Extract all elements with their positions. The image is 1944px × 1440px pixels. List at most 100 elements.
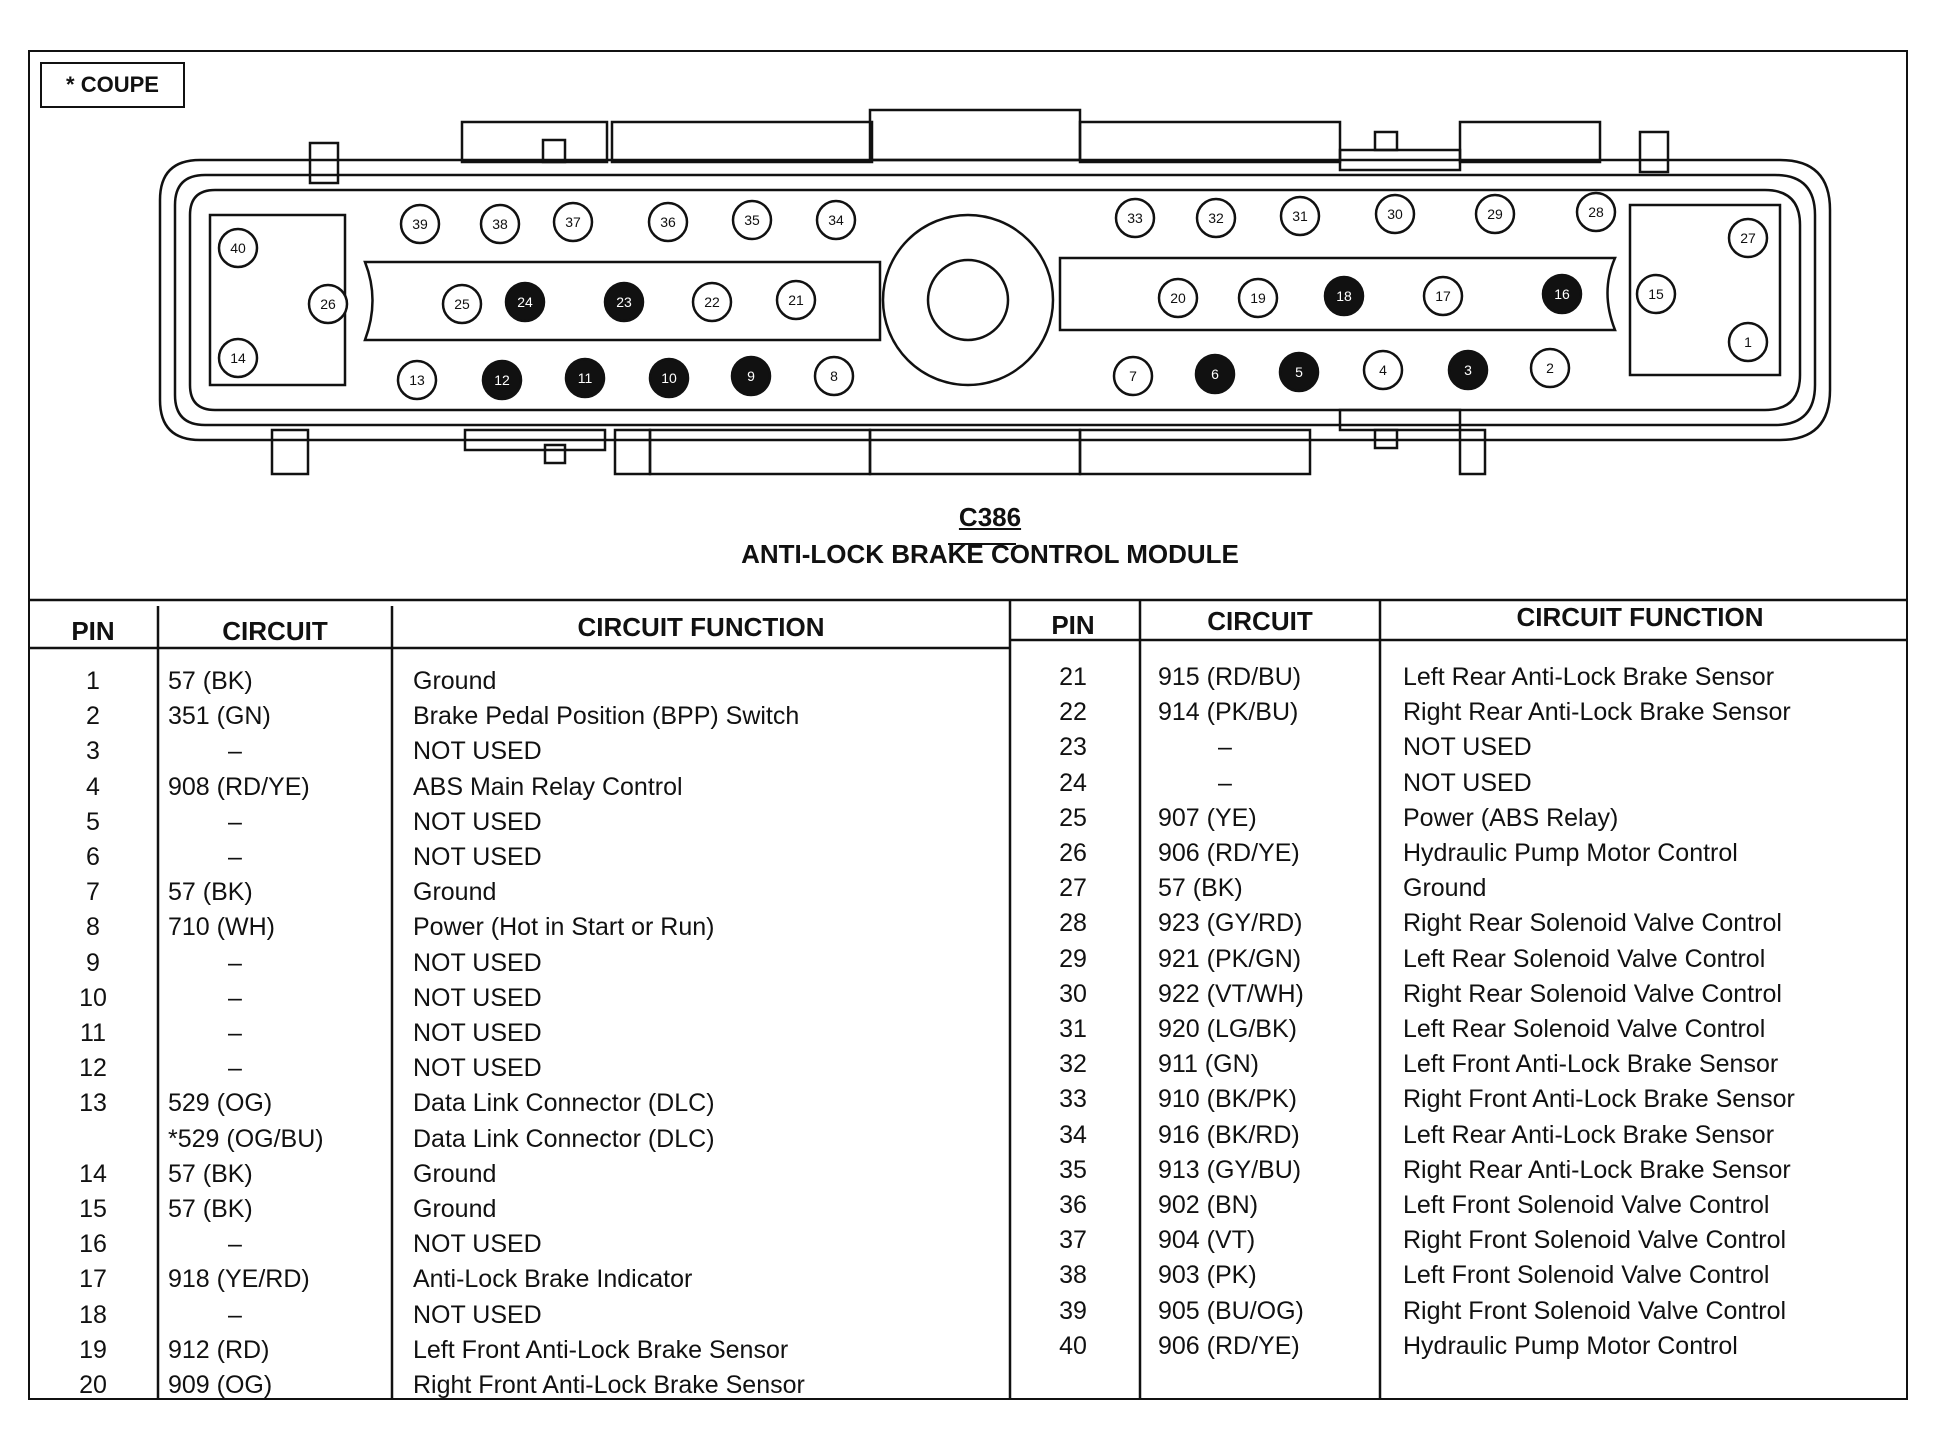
pin-40: 40 (217, 227, 259, 269)
pin-10: 10 (648, 357, 690, 399)
pin-27: 27 (1727, 217, 1769, 259)
cell-function: Data Link Connector (DLC) (413, 1089, 715, 1118)
connector-code: C386 (958, 502, 1022, 532)
cell-circuit: – (228, 807, 242, 836)
pin-label: 19 (1250, 290, 1266, 306)
cell-circuit: – (228, 983, 242, 1012)
cell-function: Data Link Connector (DLC) (413, 1124, 715, 1153)
cell-circuit: 914 (PK/BU) (1158, 698, 1299, 727)
cell-circuit: 903 (PK) (1158, 1261, 1257, 1290)
cell-function: Left Front Solenoid Valve Control (1403, 1261, 1770, 1290)
cell-pin: 16 (79, 1230, 107, 1259)
cell-function: Right Rear Solenoid Valve Control (1403, 979, 1782, 1008)
pin-label: 6 (1211, 366, 1219, 382)
cell-pin: 14 (79, 1159, 107, 1188)
pin-31: 31 (1279, 195, 1321, 237)
cell-circuit: 57 (BK) (168, 1195, 253, 1223)
cell-pin: 26 (1059, 839, 1087, 867)
pin-label: 4 (1379, 362, 1387, 378)
pin-circle (1447, 349, 1489, 391)
center-boss-inner (926, 258, 1010, 342)
latch-tab (543, 443, 567, 465)
pin-11: 11 (564, 357, 606, 399)
cell-pin: 35 (1059, 1155, 1087, 1184)
cell-pin: 37 (1059, 1226, 1087, 1255)
pin-35: 35 (731, 199, 773, 241)
pin-label: 31 (1292, 208, 1308, 224)
latch-tab (610, 120, 874, 164)
cell-circuit: 910 (BK/PK) (1158, 1085, 1297, 1114)
latch-tab (1458, 428, 1487, 476)
pin-circle (504, 281, 546, 323)
cell-circuit: – (228, 1019, 242, 1047)
cell-circuit: 351 (GN) (168, 702, 271, 731)
pin-circle (647, 201, 689, 243)
pin-circle (399, 203, 441, 245)
cell-circuit: 913 (GY/BU) (1158, 1155, 1302, 1184)
pin-label: 23 (616, 294, 632, 310)
cell-circuit: *529 (OG/BU) (168, 1124, 324, 1153)
pin-15: 15 (1635, 273, 1677, 315)
cell-function: Right Front Solenoid Valve Control (1403, 1296, 1787, 1325)
cell-function: Power (Hot in Start or Run) (413, 913, 715, 942)
pin-24: 24 (504, 281, 546, 323)
pin-label: 34 (828, 212, 844, 228)
pin-label: 36 (660, 214, 676, 230)
pin-39: 39 (399, 203, 441, 245)
pin-channel-left (363, 260, 882, 342)
pin-8: 8 (813, 355, 855, 397)
cell-circuit: – (1218, 768, 1232, 797)
pin-38: 38 (479, 203, 521, 245)
cell-circuit: 57 (BK) (168, 878, 253, 907)
cell-pin: 12 (79, 1054, 107, 1083)
pin-label: 9 (747, 368, 755, 384)
pin-circle (813, 355, 855, 397)
pin-label: 16 (1554, 286, 1570, 302)
pin-table: PIN CIRCUIT CIRCUIT FUNCTION PIN CIRCUIT… (28, 600, 1908, 1400)
cell-circuit: – (228, 1230, 242, 1259)
pin-circle (1541, 273, 1583, 315)
cell-circuit: 921 (PK/GN) (1158, 944, 1302, 973)
header-function-right: CIRCUIT FUNCTION (1516, 602, 1764, 632)
pin-circle (479, 203, 521, 245)
cell-pin: 22 (1059, 698, 1087, 727)
pin-circle (396, 359, 438, 401)
coupe-note-box: * COUPE (40, 62, 185, 108)
cell-function: Ground (413, 878, 497, 907)
pin-circle (1727, 321, 1769, 363)
header-circuit-left: CIRCUIT (222, 616, 328, 646)
pin-circle (731, 199, 773, 241)
pin-label: 22 (704, 294, 720, 310)
cell-circuit: 909 (OG) (168, 1371, 273, 1399)
cell-function: Ground (413, 667, 497, 695)
cell-circuit: 906 (RD/YE) (1158, 1331, 1300, 1360)
cell-function: ABS Main Relay Control (413, 772, 683, 801)
pin-20: 20 (1157, 277, 1199, 319)
cell-pin: 23 (1059, 733, 1087, 762)
header-circuit-right: CIRCUIT (1207, 606, 1313, 636)
cell-pin: 3 (86, 737, 100, 766)
pin-6: 6 (1194, 353, 1236, 395)
cell-circuit: 922 (VT/WH) (1158, 979, 1304, 1008)
pin-label: 12 (494, 372, 510, 388)
pin-label: 1 (1744, 334, 1752, 350)
cell-function: Right Front Anti-Lock Brake Sensor (1403, 1085, 1795, 1114)
cell-circuit: 906 (RD/YE) (1158, 839, 1300, 867)
pin-label: 29 (1487, 206, 1503, 222)
pin-label: 32 (1208, 210, 1224, 226)
pin-1: 1 (1727, 321, 1769, 363)
cell-function: Anti-Lock Brake Indicator (413, 1265, 693, 1294)
pin-circle (1575, 191, 1617, 233)
pin-circle (691, 281, 733, 323)
pin-label: 7 (1129, 368, 1137, 384)
header-pin-left: PIN (71, 616, 115, 646)
cell-pin: 30 (1059, 979, 1087, 1008)
pin-9: 9 (730, 355, 772, 397)
cell-pin: 13 (79, 1089, 107, 1118)
cell-pin: 6 (86, 843, 100, 871)
pin-circle (1422, 275, 1464, 317)
pin-circle (481, 359, 523, 401)
header-function-left: CIRCUIT FUNCTION (577, 612, 825, 642)
pin-circle (1112, 355, 1154, 397)
pin-25: 25 (441, 283, 483, 325)
